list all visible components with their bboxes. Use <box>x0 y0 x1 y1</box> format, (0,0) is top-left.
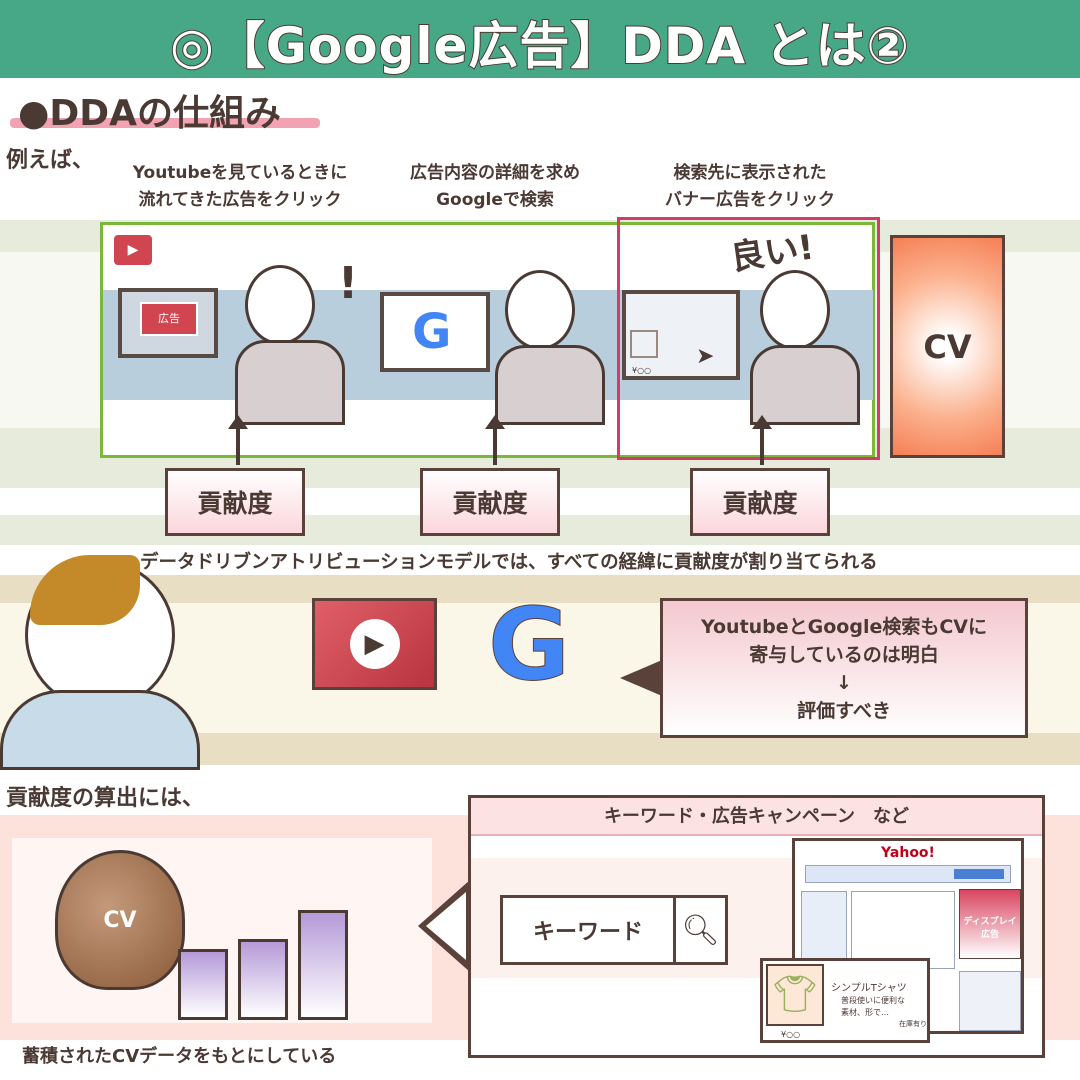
step3-caption: 検索先に表示されたバナー広告をクリック <box>625 160 875 214</box>
caption-line: 検索先に表示された <box>673 163 827 183</box>
caption-line: 広告内容の詳細を求め <box>410 163 580 183</box>
guide-character-hair <box>30 555 140 625</box>
example-label: 例えば、 <box>6 148 95 173</box>
youtube-icon: ▶ <box>312 598 437 690</box>
laptop-screen-banner: ¥○○ ➤ <box>622 290 740 380</box>
google-icon: G <box>412 304 452 360</box>
character-body <box>495 345 605 425</box>
bubble-line: 評価すべき <box>797 700 891 722</box>
subtitle-underline <box>10 118 320 128</box>
caption-line: 流れてきた広告をクリック <box>138 190 342 210</box>
banner-price: ¥○○ <box>632 366 652 375</box>
character-head <box>245 265 315 345</box>
contribution-badge: 貢献度 <box>690 468 830 536</box>
arrow-left-inner <box>426 892 466 960</box>
page-title: ◎【Google広告】DDA とは② <box>169 16 910 76</box>
keyword-search-box[interactable]: キーワード 🔍︎ <box>500 895 728 965</box>
banner-thumbnail <box>630 330 658 358</box>
source-title: キーワード・広告キャンペーン など <box>471 798 1042 836</box>
laptop-screen-youtube: 広告 <box>118 288 218 358</box>
highlight-frame <box>617 217 880 460</box>
section-subtitle: ●DDAの仕組み <box>18 93 282 134</box>
cv-box: CV <box>890 235 1005 458</box>
product-card: 👕︎ シンプルTシャツ 普段使いに便利な 素材、形で… 在庫有り ¥○○ <box>760 958 930 1043</box>
contribution-badge: 貢献度 <box>420 468 560 536</box>
bar-chart <box>178 900 358 1020</box>
screen-ad-label: 広告 <box>140 302 198 336</box>
youtube-play-icon: ▶ <box>114 235 152 265</box>
laptop-screen-google: G <box>380 292 490 372</box>
bubble-line: YoutubeとGoogle検索もCVに <box>700 616 988 638</box>
yahoo-widget <box>959 971 1021 1031</box>
yahoo-search-bar <box>805 865 1011 883</box>
tshirt-icon: 👕︎ <box>766 964 824 1026</box>
product-desc: 素材、形で… <box>841 1008 889 1017</box>
cv-data-bar <box>178 948 228 1020</box>
calc-label: 貢献度の算出には、 <box>6 786 205 811</box>
speech-bubble: YoutubeとGoogle検索もCVに 寄与しているのは明白 ↓ 評価すべき <box>660 598 1028 738</box>
guide-character-body <box>0 690 200 770</box>
character-head <box>505 270 575 350</box>
display-ad-banner: ディスプレイ広告 <box>959 889 1021 959</box>
character-head <box>760 270 830 350</box>
search-icon: 🔍︎ <box>673 898 725 962</box>
dda-statement: データドリブンアトリビューションモデルでは、すべての経緯に貢献度が割り当てられる <box>140 552 878 573</box>
cursor-icon: ➤ <box>696 344 715 369</box>
caption-line: バナー広告をクリック <box>665 190 835 210</box>
google-icon: G <box>487 586 571 703</box>
yahoo-logo: Yahoo! <box>881 845 935 861</box>
character-body <box>235 340 345 425</box>
header-bar <box>0 0 1080 78</box>
money-bag-icon: CV <box>55 850 185 990</box>
keyword-label: キーワード <box>532 920 643 945</box>
product-price: ¥○○ <box>781 1030 801 1039</box>
step2-caption: 広告内容の詳細を求め Googleで検索 <box>370 160 620 214</box>
exclamation-icon: ! <box>338 258 359 309</box>
calc-caption: 蓄積されたCVデータをもとにしている <box>22 1046 337 1067</box>
bubble-tail <box>620 660 662 696</box>
cv-data-bar <box>238 939 288 1020</box>
bubble-arrow-icon: ↓ <box>836 672 852 694</box>
arrow-up-icon <box>228 415 248 465</box>
character-body <box>750 345 860 425</box>
contribution-badge: 貢献度 <box>165 468 305 536</box>
caption-line: Googleで検索 <box>436 190 554 210</box>
caption-line: Youtubeを見ているときに <box>132 163 348 183</box>
product-stock: 在庫有り <box>899 1020 927 1028</box>
step1-caption: Youtubeを見ているときに流れてきた広告をクリック <box>95 160 385 214</box>
arrow-up-icon <box>752 415 772 465</box>
product-desc: 普段使いに便利な <box>841 996 905 1005</box>
arrow-up-icon <box>485 415 505 465</box>
bubble-line: 寄与しているのは明白 <box>749 644 939 666</box>
cv-data-bar <box>298 909 348 1020</box>
product-name: シンプルTシャツ <box>831 983 907 994</box>
